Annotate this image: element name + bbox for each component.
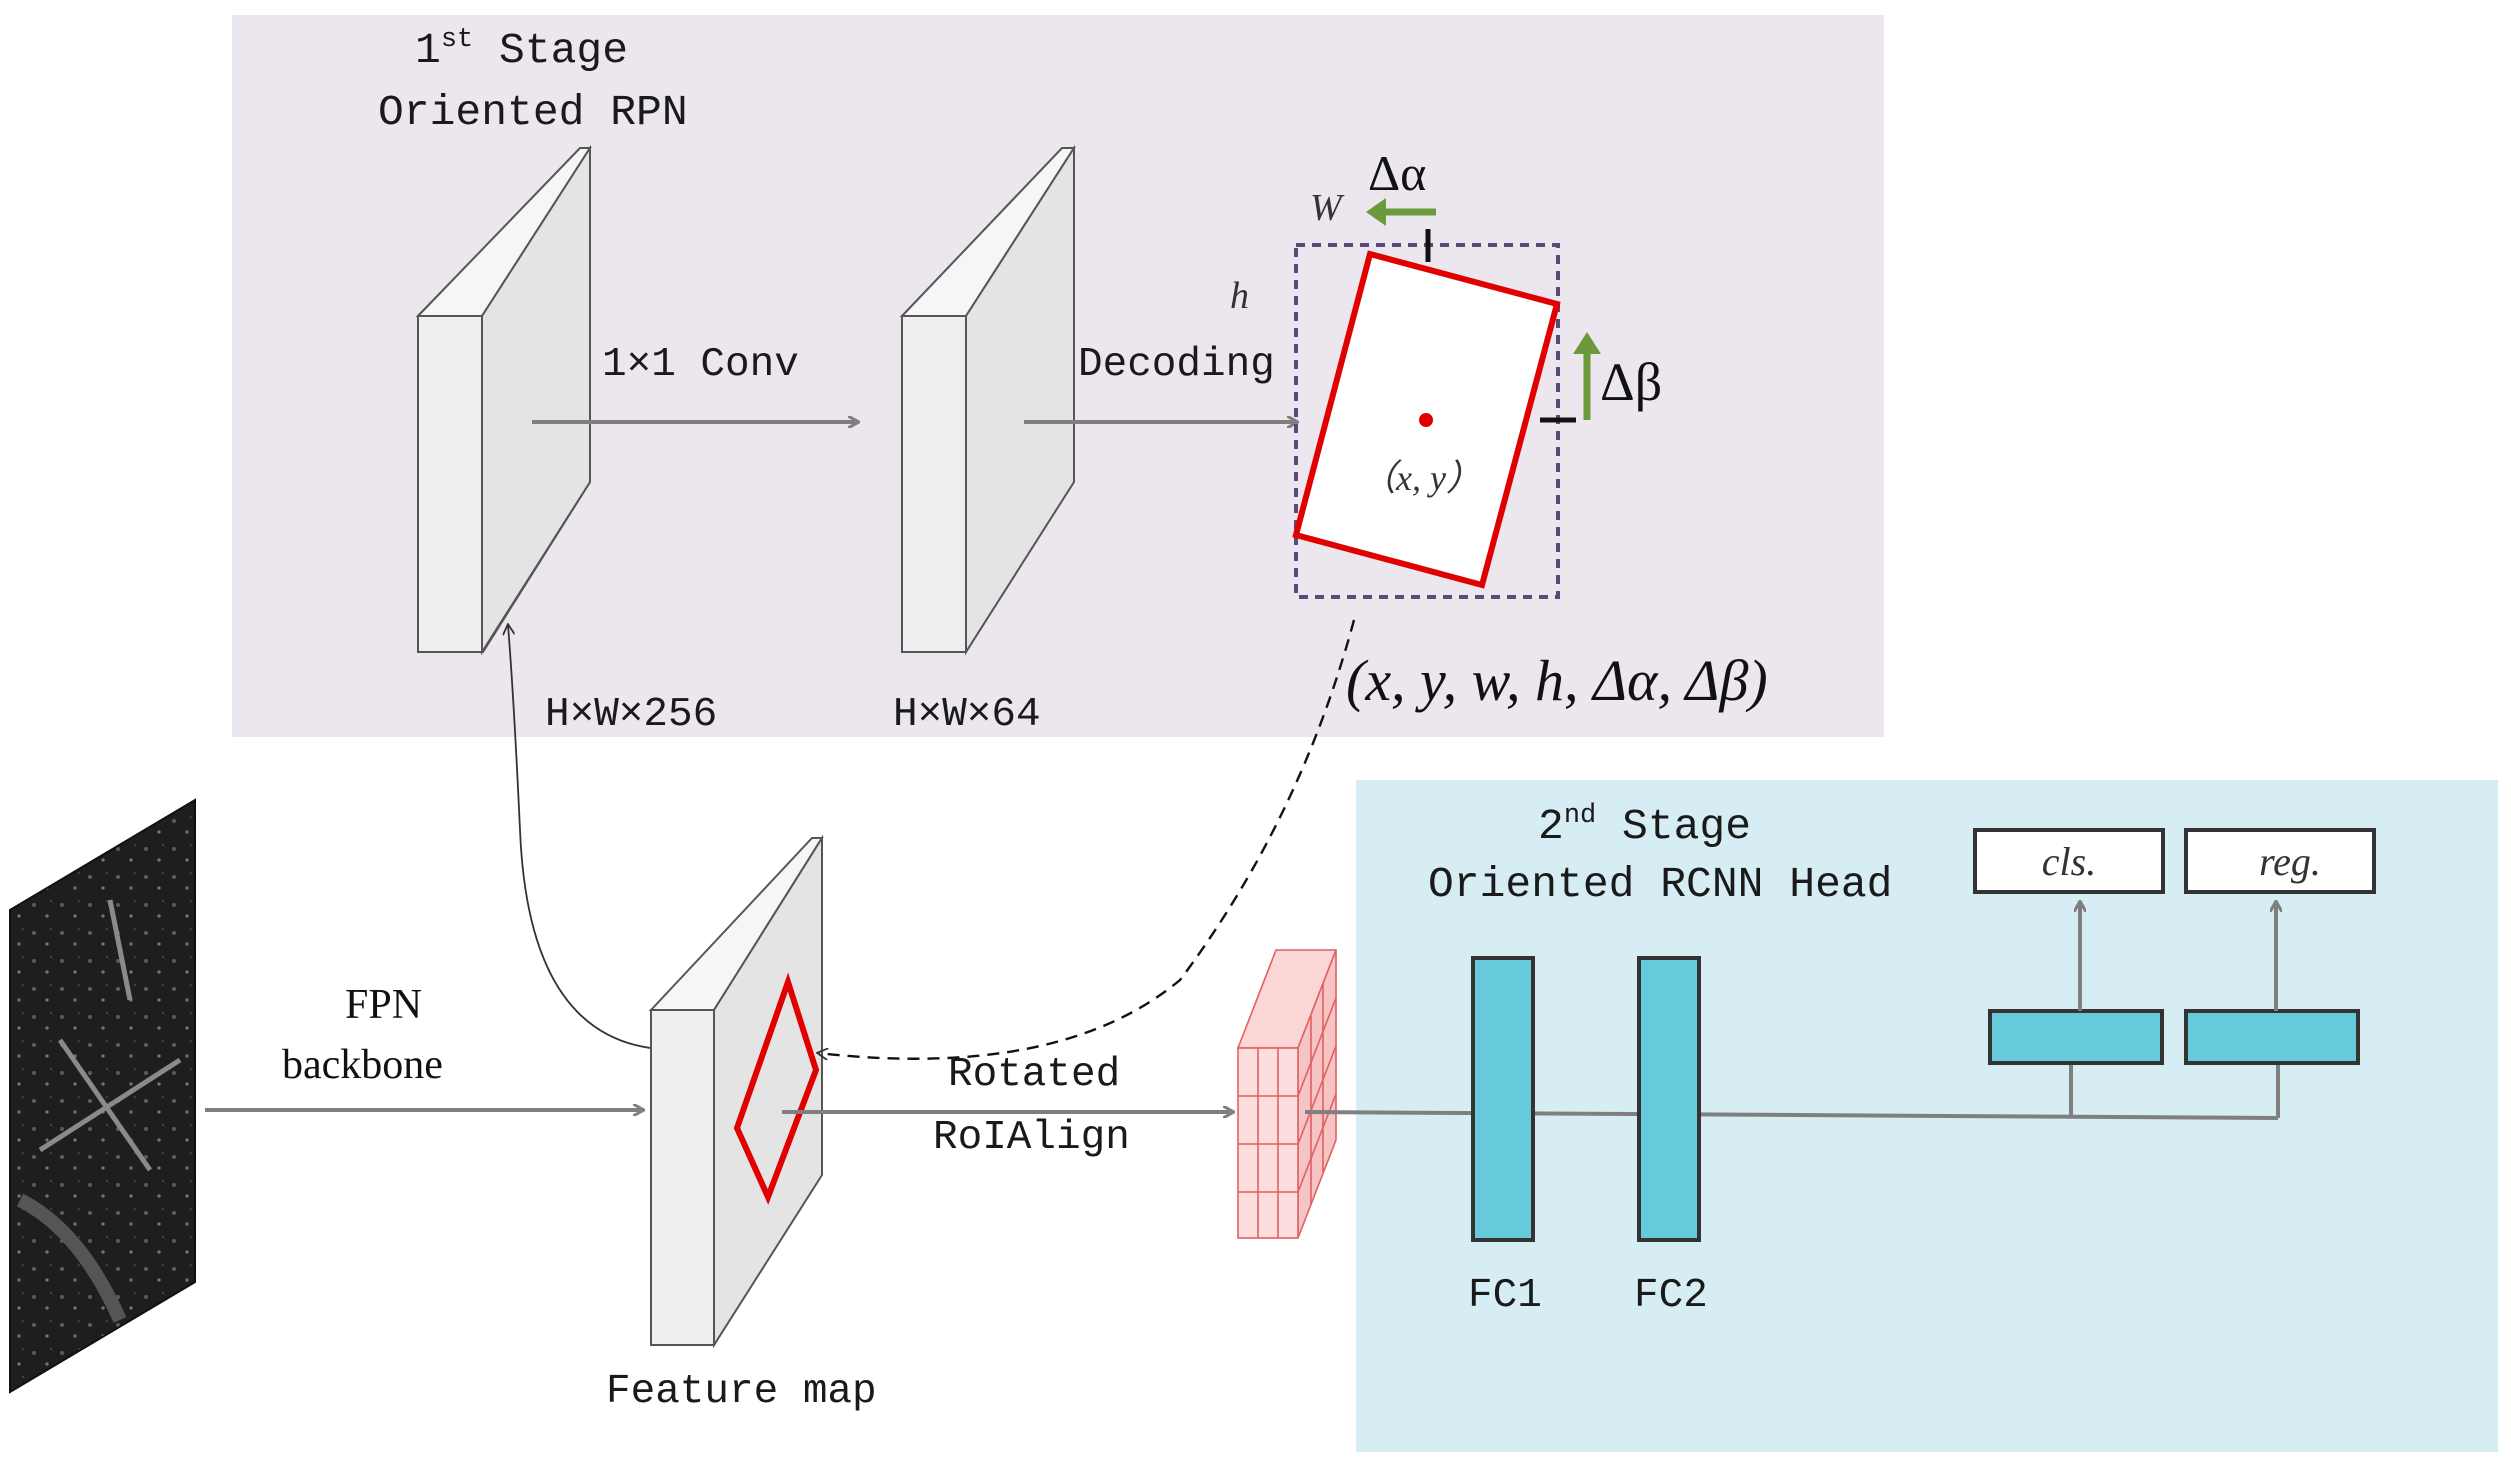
center-label: （x, y） [1360,458,1482,498]
proposal-dashed-arrow [818,619,1356,1059]
reg-fc-block [2184,1009,2360,1065]
stage2-title: 2nd Stage [1538,801,1751,851]
center-point [1419,413,1433,427]
reg-label: reg. [2259,839,2321,884]
input-image [9,798,196,1394]
delta-alpha-label: Δα [1368,145,1426,201]
roialign-label-1: Rotated [948,1052,1120,1098]
reg-output-box [2184,828,2376,894]
fc1-label: FC1 [1468,1273,1542,1319]
cls-label: cls. [2042,839,2096,884]
delta-alpha-arrow [1366,198,1436,226]
feature-to-rpn-arrow [508,625,651,1049]
feature-map-label: Feature map [606,1369,877,1415]
fc2-label: FC2 [1634,1273,1708,1319]
stage2-subtitle: Oriented RCNN Head [1428,860,1892,909]
conv-label: 1×1 Conv [602,342,799,388]
cls-output-box [1973,828,2165,894]
stage1-title: 1st Stage [415,25,628,75]
feature-map-slab [648,834,824,1349]
output-tuple: (x, y, w, h, Δα, Δβ) [1346,648,1768,713]
dim-64-label: H×W×64 [893,692,1041,738]
backbone-label-2: backbone [282,1042,443,1088]
w-label: W [1310,187,1345,229]
feature-slab-64 [899,144,1076,656]
dim-256-label: H×W×256 [545,692,717,738]
roi-feature-grid [1236,949,1338,1239]
head-main-line [1304,1110,2279,1120]
oriented-box-illustration: （x, y） Δα Δβ W h [1230,145,1662,599]
decoding-label: Decoding [1078,342,1275,388]
feature-slab-256 [415,144,592,656]
cls-fc-block [1988,1009,2164,1065]
feature-map-roi [733,972,820,1205]
fc2-block [1637,956,1701,1242]
fc1-block [1471,956,1535,1242]
delta-beta-arrow [1573,332,1601,420]
stage1-subtitle: Oriented RPN [378,88,688,137]
h-label: h [1230,275,1249,317]
backbone-label-1: FPN [345,982,422,1028]
roialign-label-2: RoIAlign [933,1115,1130,1161]
delta-beta-label: Δβ [1600,352,1662,412]
